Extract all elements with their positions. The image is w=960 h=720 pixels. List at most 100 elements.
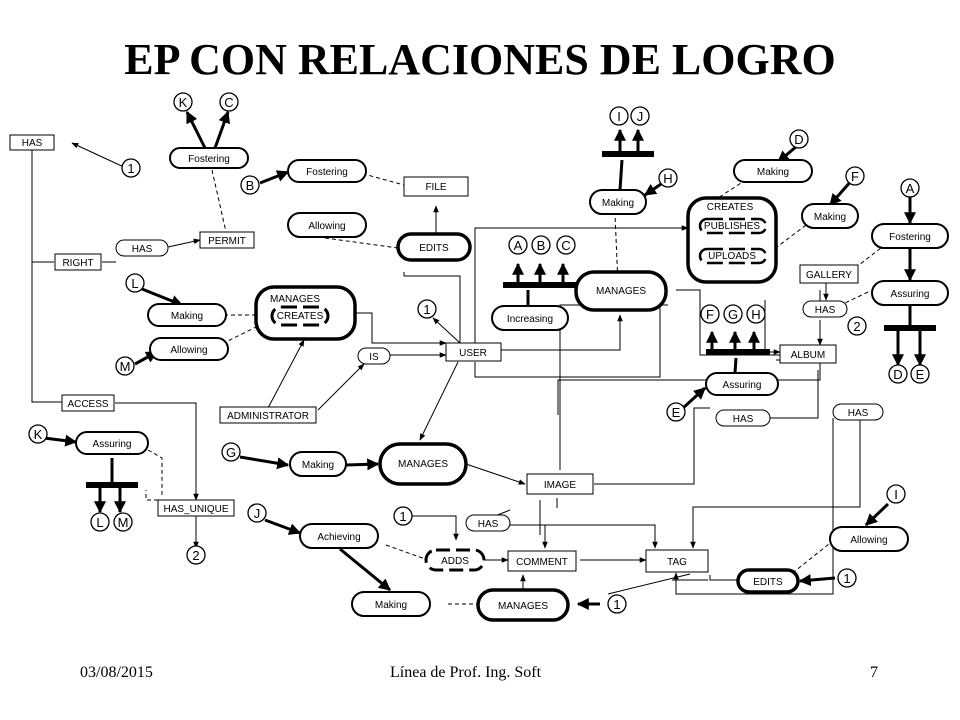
svg-text:IS: IS <box>369 352 379 363</box>
svg-text:1: 1 <box>843 571 850 586</box>
circle-j: J <box>247 503 267 523</box>
relation-has-album: HAS <box>715 409 771 427</box>
svg-text:Assuring: Assuring <box>723 380 762 391</box>
svg-text:F: F <box>706 307 714 322</box>
goal-fostering-a: Fostering <box>871 223 949 249</box>
svg-text:EDITS: EDITS <box>419 243 449 254</box>
circle-d: D <box>789 129 809 149</box>
relation-has-image: HAS <box>832 403 884 421</box>
circle-i-allowing: I <box>886 484 906 504</box>
svg-text:IMAGE: IMAGE <box>544 480 577 491</box>
svg-text:H: H <box>751 307 760 322</box>
goal-allowing-i: Allowing <box>829 526 909 552</box>
svg-text:HAS: HAS <box>733 414 754 425</box>
svg-text:A: A <box>514 238 523 253</box>
svg-text:Allowing: Allowing <box>308 221 345 232</box>
svg-text:ADDS: ADDS <box>441 556 469 567</box>
circle-c-top: C <box>219 92 239 112</box>
svg-text:HAS: HAS <box>22 138 43 149</box>
svg-text:FILE: FILE <box>425 182 446 193</box>
goal-increasing: Increasing <box>491 305 569 331</box>
svg-text:TAG: TAG <box>667 557 687 568</box>
svg-text:I: I <box>617 109 621 124</box>
circle-d-bottom: D <box>888 364 908 384</box>
circle-m: M <box>115 356 135 376</box>
svg-text:HAS: HAS <box>478 519 499 530</box>
svg-text:J: J <box>637 109 644 124</box>
entity-comment: COMMENT <box>507 550 577 572</box>
circle-two-album: 2 <box>847 316 867 336</box>
svg-text:Fostering: Fostering <box>306 167 348 178</box>
goal-fostering-kc: Fostering <box>169 147 249 169</box>
and-bars <box>86 128 936 514</box>
svg-text:Making: Making <box>757 167 789 178</box>
footer-center-text: Línea de Prof. Ing. Soft <box>390 664 542 681</box>
svg-text:HAS: HAS <box>815 305 836 316</box>
circle-one-has: 1 <box>121 158 141 178</box>
entities: HAS FILE PERMIT RIGHT ACCESS HAS_UNIQUE … <box>9 134 859 573</box>
circle-one-adds: 1 <box>393 506 413 526</box>
circle-k-left: K <box>28 424 48 444</box>
goal-making-h: Making <box>589 189 647 215</box>
goal-fostering-b: Fostering <box>287 159 367 183</box>
svg-text:MANAGES: MANAGES <box>270 294 320 305</box>
svg-text:GALLERY: GALLERY <box>806 270 852 281</box>
entity-has-unique: HAS_UNIQUE <box>157 499 235 517</box>
entity-access: ACCESS <box>61 394 115 412</box>
relation-is: IS <box>357 347 391 365</box>
svg-text:Fostering: Fostering <box>889 232 931 243</box>
svg-text:M: M <box>118 515 129 530</box>
goal-making-bottom: Making <box>351 591 431 617</box>
svg-text:MANAGES: MANAGES <box>596 286 646 297</box>
circle-f-group: F <box>700 304 720 324</box>
circle-b-increasing: B <box>531 235 551 255</box>
svg-text:Making: Making <box>302 460 334 471</box>
entity-tag: TAG <box>645 549 709 573</box>
circle-two-unique: 2 <box>186 545 206 565</box>
footer-page-number: 7 <box>870 664 878 681</box>
svg-text:L: L <box>131 276 138 291</box>
svg-text:HAS: HAS <box>132 244 153 255</box>
svg-text:A: A <box>906 181 915 196</box>
svg-text:HAS: HAS <box>848 408 869 419</box>
svg-text:PERMIT: PERMIT <box>208 236 246 247</box>
goal-allowing-b: Allowing <box>287 212 367 238</box>
svg-text:B: B <box>246 178 255 193</box>
svg-text:Making: Making <box>375 600 407 611</box>
goal-assuring-k: Assuring <box>75 431 149 455</box>
svg-text:Making: Making <box>814 212 846 223</box>
relation-adds: ADDS <box>424 548 486 572</box>
entity-right: RIGHT <box>54 253 102 271</box>
svg-text:USER: USER <box>459 348 487 359</box>
svg-text:Making: Making <box>602 198 634 209</box>
svg-text:ALBUM: ALBUM <box>791 350 825 361</box>
relation-manages-mid: MANAGES <box>574 270 668 312</box>
svg-text:D: D <box>893 367 902 382</box>
svg-text:1: 1 <box>423 302 430 317</box>
goal-arrows <box>43 110 916 610</box>
svg-text:H: H <box>663 171 672 186</box>
svg-text:ADMINISTRATOR: ADMINISTRATOR <box>227 411 309 422</box>
svg-text:1: 1 <box>399 509 406 524</box>
svg-text:G: G <box>728 307 738 322</box>
entity-gallery: GALLERY <box>799 264 859 284</box>
svg-text:CREATES: CREATES <box>707 202 754 213</box>
goal-allowing-m: Allowing <box>149 337 229 361</box>
circle-a-increasing: A <box>508 235 528 255</box>
svg-text:Achieving: Achieving <box>317 532 360 543</box>
svg-text:RIGHT: RIGHT <box>62 258 93 269</box>
svg-text:C: C <box>561 238 570 253</box>
svg-text:Allowing: Allowing <box>850 535 887 546</box>
circle-a-right: A <box>900 178 920 198</box>
relation-has-right: HAS <box>115 239 169 257</box>
svg-text:E: E <box>672 405 681 420</box>
entity-has-top: HAS <box>9 134 55 151</box>
circle-b: B <box>240 175 260 195</box>
entity-image: IMAGE <box>526 473 594 495</box>
goal-making-l: Making <box>147 303 227 327</box>
svg-text:J: J <box>254 506 261 521</box>
circle-k-top: K <box>173 92 193 112</box>
relation-group-creates-publishes-uploads: CREATES PUBLISHES UPLOADS <box>686 196 778 284</box>
